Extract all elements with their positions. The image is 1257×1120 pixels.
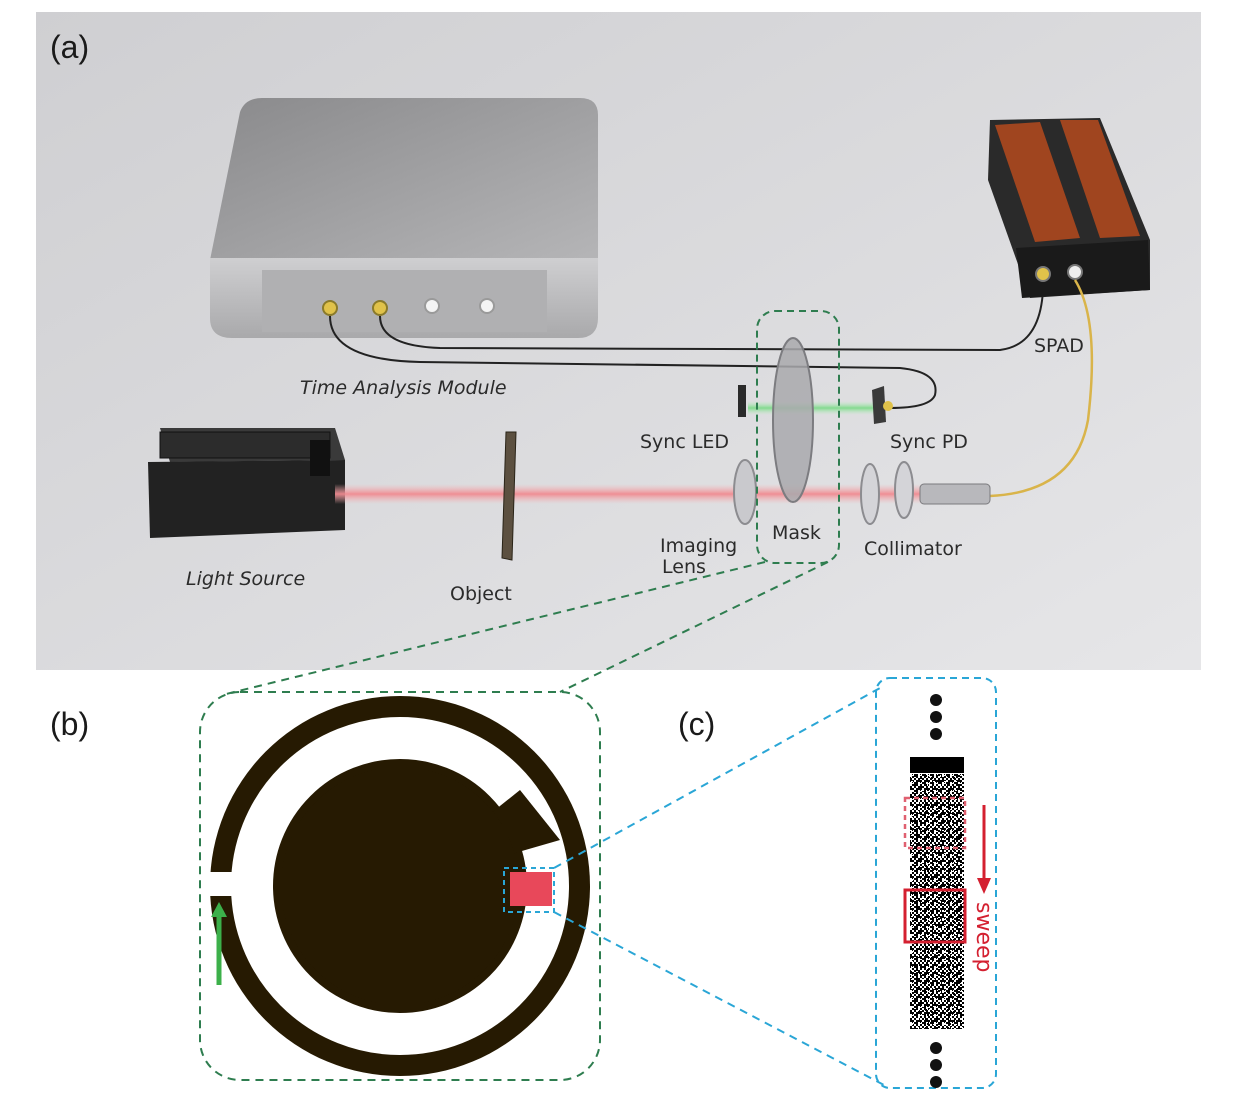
- sync-pd-device: [872, 386, 886, 424]
- object-plate: [501, 431, 517, 561]
- imaging-lens: [733, 459, 757, 525]
- spad-device: [988, 118, 1150, 298]
- zoom-line-right: [559, 561, 829, 693]
- light-source-label: Light Source: [186, 568, 305, 590]
- spad-label: SPAD: [1034, 335, 1084, 357]
- green-arrow-head: [211, 902, 227, 917]
- zoom-line-left: [221, 561, 766, 696]
- mask-highlight-box: [756, 310, 840, 564]
- sync-pd-label: Sync PD: [890, 431, 968, 453]
- sweep-label: sweep: [971, 902, 996, 973]
- blue-zoom-line-bottom: [553, 911, 885, 1086]
- aperture-blue-box: [503, 867, 555, 913]
- blue-zoom-line-top: [553, 687, 881, 869]
- ellipsis-top: [930, 694, 942, 740]
- mask-sync-slot: [208, 872, 234, 896]
- time-analysis-module-label: Time Analysis Module: [300, 377, 507, 399]
- mask-aperture-highlight: [510, 872, 552, 906]
- collimator-label: Collimator: [864, 538, 962, 560]
- imaging-lens-label-line1: Imaging: [660, 535, 737, 557]
- ellipsis-bottom: [930, 1042, 942, 1088]
- mask-pattern: [210, 696, 590, 1076]
- random-pattern-strip-overlay: [910, 774, 964, 1029]
- sync-led-device: [738, 385, 746, 417]
- sweep-arrow-head: [977, 878, 991, 894]
- strip-zoom-frame: [875, 677, 997, 1089]
- strip-black-header: [910, 757, 964, 773]
- sync-led-label: Sync LED: [640, 431, 729, 453]
- mask-label: Mask: [772, 522, 821, 544]
- fiber-cable: [989, 279, 1094, 498]
- fiber-coupler: [919, 483, 991, 505]
- spad-signal-cable: [379, 289, 1044, 352]
- mask-disc: [772, 337, 814, 503]
- panel-b-label: (b): [50, 706, 89, 742]
- previous-window-dashed: [903, 796, 967, 850]
- collimator-lens-2: [894, 461, 914, 519]
- panel-a-label: (a): [50, 29, 89, 65]
- sync-cable: [329, 315, 937, 409]
- mask-zoom-frame: [199, 691, 601, 1081]
- collimator-lens-1: [860, 463, 880, 525]
- light-source-device: [148, 428, 345, 538]
- imaging-lens-label-line2: Lens: [662, 556, 706, 578]
- time-analysis-module-device: [210, 98, 598, 338]
- sync-pd-connector: [883, 401, 893, 411]
- panel-c-label: (c): [678, 706, 715, 742]
- red-laser-beam: [335, 484, 925, 504]
- object-label: Object: [450, 583, 512, 605]
- current-window: [903, 888, 967, 944]
